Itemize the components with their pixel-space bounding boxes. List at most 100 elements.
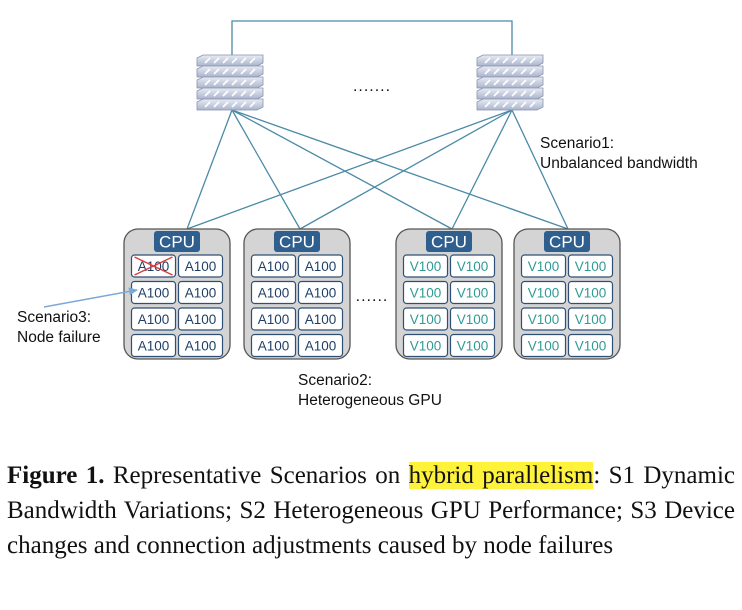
scenario3-desc: Node failure (17, 329, 101, 346)
a100-gpu-label: A100 (258, 339, 290, 354)
switch-stripe (520, 57, 527, 64)
switch-stripe (213, 68, 220, 75)
cpu-label: CPU (549, 233, 585, 252)
a100-gpu-box (177, 254, 224, 278)
switch-unit (476, 87, 544, 100)
switch-stripe (240, 68, 247, 75)
switch-unit (196, 87, 264, 100)
caption-text-after: : S1 Dynamic Bandwidth Variations; S2 He… (7, 462, 735, 559)
switch-stripe (493, 79, 500, 86)
switch-stripe (231, 90, 238, 97)
switch-stripe (520, 101, 527, 108)
a100-gpu-label: A100 (258, 286, 290, 301)
switch-stripe (249, 57, 256, 64)
switch-unit (196, 65, 264, 78)
v100-gpu-box (402, 333, 449, 358)
a100-gpu-box (297, 333, 344, 358)
switch-stripe (231, 79, 238, 86)
v100-gpu-label: V100 (528, 339, 560, 354)
caption-highlight: hybrid parallelism (408, 462, 594, 489)
switch-stripe (204, 90, 211, 97)
scenario1-title: Scenario1: (540, 135, 614, 152)
switch-unit (476, 65, 544, 78)
v100-gpu-label: V100 (410, 312, 442, 327)
uplink-line (231, 109, 453, 230)
switch-stripe (511, 68, 518, 75)
cluster-diagram: ....... CPUA100A100A100A100A100A100A100A… (17, 20, 698, 409)
switch-unit (196, 54, 264, 67)
switch-stripe (213, 101, 220, 108)
switch-unit (476, 54, 544, 67)
switch-stripe (240, 57, 247, 64)
v100-gpu-label: V100 (457, 259, 489, 274)
a100-gpu-label: A100 (185, 339, 217, 354)
cpu-chip (544, 231, 590, 252)
a100-gpu-label: A100 (305, 259, 337, 274)
uplink-line (511, 109, 569, 230)
a100-gpu-box (250, 254, 297, 278)
a100-gpu-label: A100 (305, 312, 337, 327)
a100-gpu-box (130, 333, 177, 358)
switch-stripe (493, 68, 500, 75)
switch-stripe (249, 79, 256, 86)
a100-gpu-label: A100 (138, 339, 170, 354)
v100-gpu-box (520, 333, 567, 358)
uplink-line (299, 109, 513, 230)
switch-stripe (529, 68, 536, 75)
v100-gpu-box (449, 280, 496, 305)
caption-label: Figure 1. (7, 462, 105, 489)
switch-stripe (511, 101, 518, 108)
uplink-line (231, 109, 301, 230)
v100-gpu-label: V100 (457, 286, 489, 301)
a100-gpu-box (250, 307, 297, 331)
failure-cross (134, 256, 173, 276)
v100-gpu-box (449, 333, 496, 358)
network-switch-left (196, 54, 264, 111)
switch-stripe (204, 57, 211, 64)
cpu-chip (426, 231, 472, 252)
switch-unit (196, 98, 264, 111)
a100-gpu-label: A100 (258, 259, 290, 274)
v100-gpu-label: V100 (410, 339, 442, 354)
v100-gpu-box (520, 254, 567, 278)
switch-stripe (213, 90, 220, 97)
switch-stripe (520, 79, 527, 86)
a100-gpu-box (177, 307, 224, 331)
scenario3-label: Scenario3: Node failure (17, 287, 138, 346)
cpu-label: CPU (431, 233, 467, 252)
scenario1-desc: Unbalanced bandwidth (540, 155, 698, 172)
node-gap-ellipsis: ...... (356, 288, 389, 305)
switch-interconnect (231, 20, 513, 55)
a100-gpu-box (250, 280, 297, 305)
a100-gpu-box (250, 333, 297, 358)
v100-gpu-label: V100 (575, 286, 607, 301)
switch-stripe (511, 79, 518, 86)
switch-stripe (484, 68, 491, 75)
switch-stripe (240, 79, 247, 86)
v100-gpu-label: V100 (575, 339, 607, 354)
v100-gpu-box (402, 307, 449, 331)
a100-gpu-label: A100 (305, 286, 337, 301)
compute-nodes: CPUA100A100A100A100A100A100A100A100CPUA1… (123, 228, 621, 360)
switch-stripe (529, 101, 536, 108)
switch-stripe (502, 68, 509, 75)
switch-stripe (529, 57, 536, 64)
a100-gpu-box (177, 333, 224, 358)
switch-stripe (231, 101, 238, 108)
switch-stripe (493, 90, 500, 97)
switch-stripe (502, 57, 509, 64)
switch-stripe (213, 57, 220, 64)
uplinks (186, 109, 569, 230)
uplink-line (231, 109, 569, 230)
switch-stripe (502, 101, 509, 108)
switch-stripe (222, 68, 229, 75)
v100-gpu-label: V100 (410, 259, 442, 274)
switch-stripe (484, 57, 491, 64)
switch-stripe (231, 68, 238, 75)
switch-stripe (222, 101, 229, 108)
a100-gpu-box (297, 280, 344, 305)
figure-caption: Figure 1. Representative Scenarios on hy… (7, 458, 735, 563)
